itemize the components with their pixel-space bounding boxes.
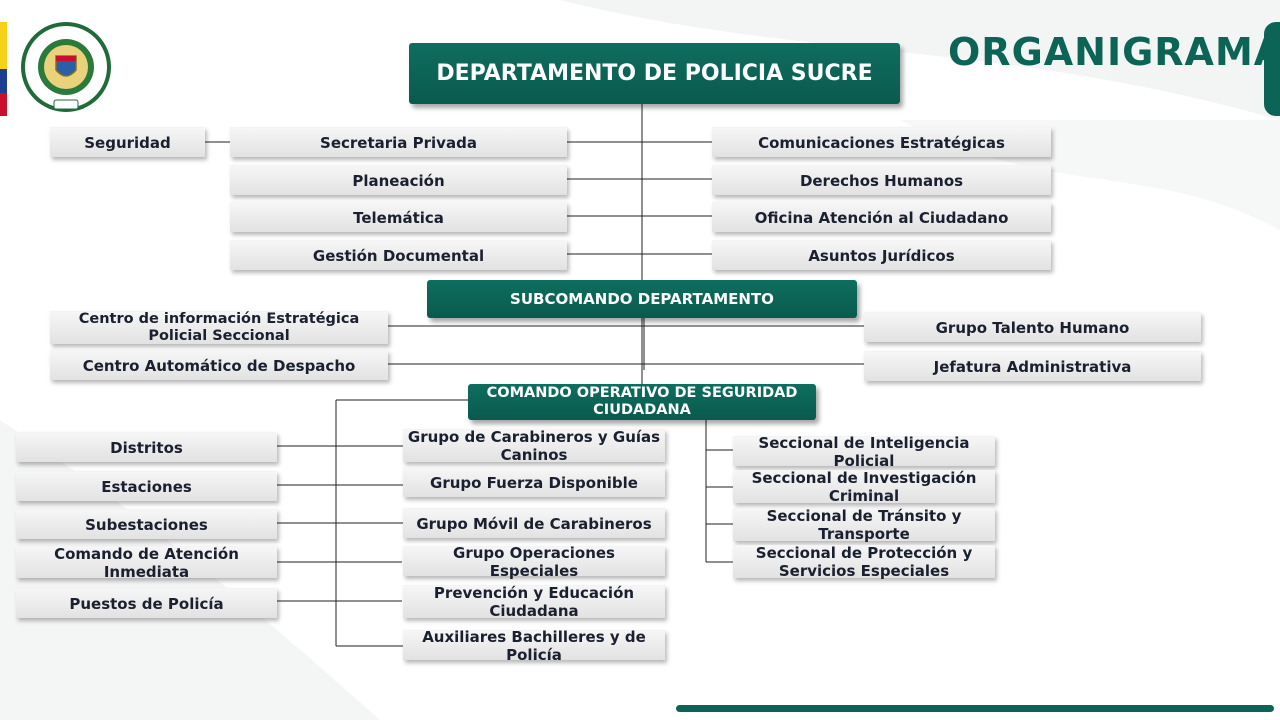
bottom-accent-bar [676, 705, 1274, 712]
policia-nacional-seal-logo [21, 22, 111, 112]
node-seccional-proteccion-servicios: Seccional de Protección y Servicios Espe… [733, 544, 995, 580]
node-seguridad: Seguridad [50, 127, 205, 157]
decorative-tab [1264, 22, 1280, 116]
node-grupo-fuerza-disponible: Grupo Fuerza Disponible [403, 467, 665, 497]
node-grupo-talento-humano: Grupo Talento Humano [864, 312, 1201, 342]
node-asuntos-juridicos: Asuntos Jurídicos [712, 240, 1051, 270]
node-comunicaciones-estrategicas: Comunicaciones Estratégicas [712, 127, 1051, 157]
comando-operativo-node: COMANDO OPERATIVO DE SEGURIDAD CIUDADANA [468, 384, 816, 420]
node-centro-informacion-estrategica: Centro de información Estratégica Polici… [50, 311, 388, 344]
colombia-flag-stripe [0, 22, 7, 116]
node-secretaria-privada: Secretaria Privada [230, 127, 567, 157]
node-grupo-operaciones-especiales: Grupo Operaciones Especiales [403, 544, 665, 580]
subcomando-node: SUBCOMANDO DEPARTAMENTO [427, 280, 857, 318]
node-puestos-policia: Puestos de Policía [16, 588, 277, 618]
node-prevencion-educacion-ciudadana: Prevención y Educación Ciudadana [403, 584, 665, 620]
node-distritos: Distritos [16, 432, 277, 462]
node-subestaciones: Subestaciones [16, 509, 277, 539]
node-oficina-atencion-ciudadano: Oficina Atención al Ciudadano [712, 202, 1051, 232]
root-node: DEPARTAMENTO DE POLICIA SUCRE [409, 43, 900, 104]
node-seccional-inteligencia-policial: Seccional de Inteligencia Policial [733, 434, 995, 470]
node-seccional-investigacion-criminal: Seccional de Investigación Criminal [733, 469, 995, 505]
node-auxiliares-bachilleres-policia: Auxiliares Bachilleres y de Policía [403, 628, 665, 664]
node-jefatura-administrativa: Jefatura Administrativa [864, 351, 1201, 381]
node-centro-automatico-despacho: Centro Automático de Despacho [50, 350, 388, 380]
node-derechos-humanos: Derechos Humanos [712, 165, 1051, 195]
node-grupo-movil-carabineros: Grupo Móvil de Carabineros [403, 508, 665, 538]
node-grupo-carabineros-guias-caninos: Grupo de Carabineros y Guías Caninos [403, 428, 665, 464]
node-estaciones: Estaciones [16, 471, 277, 501]
node-seccional-transito-transporte: Seccional de Tránsito y Transporte [733, 507, 995, 543]
page-title: ORGANIGRAMA [948, 30, 1280, 74]
node-comando-atencion-inmediata: Comando de Atención Inmediata [16, 545, 277, 581]
node-telematica: Telemática [230, 202, 567, 232]
node-gestion-documental: Gestión Documental [230, 240, 567, 270]
node-planeacion: Planeación [230, 165, 567, 195]
